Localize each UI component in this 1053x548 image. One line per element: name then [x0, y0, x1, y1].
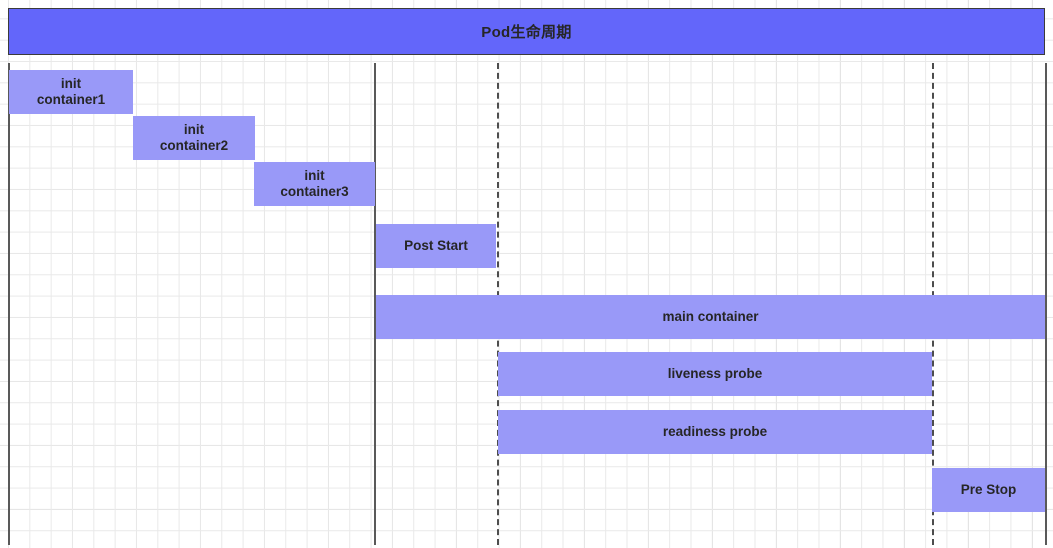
bar-label-init-container3: init container3	[280, 168, 349, 199]
bar-pre-stop[interactable]: Pre Stop	[932, 468, 1045, 512]
boundary-line-init-phase-end	[374, 63, 376, 545]
page-title: Pod生命周期	[481, 24, 572, 41]
boundary-line-canvas-right-edge	[1045, 63, 1047, 545]
bar-main-container[interactable]: main container	[376, 295, 1045, 339]
bar-liveness-probe[interactable]: liveness probe	[498, 352, 932, 396]
boundary-line-canvas-left-edge	[8, 63, 10, 545]
bar-init-container3[interactable]: init container3	[254, 162, 375, 206]
bar-label-pre-stop: Pre Stop	[960, 482, 1017, 498]
bar-init-container1[interactable]: init container1	[9, 70, 133, 114]
bar-init-container2[interactable]: init container2	[133, 116, 255, 160]
bar-readiness-probe[interactable]: readiness probe	[498, 410, 932, 454]
bar-post-start[interactable]: Post Start	[376, 224, 496, 268]
bar-label-liveness-probe: liveness probe	[667, 366, 763, 382]
bar-label-init-container1: init container1	[36, 76, 106, 107]
bar-label-init-container2: init container2	[159, 122, 229, 153]
bar-label-main-container: main container	[662, 309, 759, 325]
bar-label-readiness-probe: readiness probe	[662, 424, 768, 440]
bar-label-post-start: Post Start	[404, 238, 468, 254]
diagram-title-bar: Pod生命周期	[8, 8, 1045, 55]
